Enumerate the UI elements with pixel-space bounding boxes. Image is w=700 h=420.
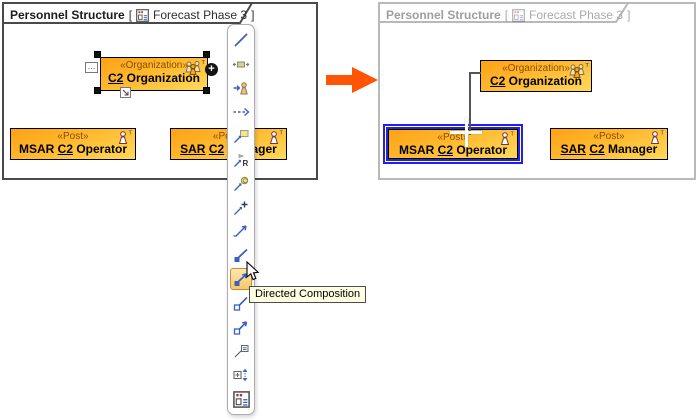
diagram-title: Personnel Structure <box>386 8 501 22</box>
tooltip: Directed Composition <box>249 286 367 303</box>
directed-association-icon <box>233 225 247 238</box>
bracket-open: [ <box>128 8 133 22</box>
diagram-icon <box>136 8 149 22</box>
tool-directed-aggregation[interactable] <box>228 315 254 339</box>
tool-directed-composition[interactable] <box>228 267 254 291</box>
attach-icon <box>234 201 248 215</box>
expand-structure-icon <box>233 368 248 382</box>
tool-directed-association[interactable] <box>228 220 254 244</box>
bracket-close: ] <box>627 8 631 22</box>
directed-aggregation-icon <box>233 321 248 335</box>
post-person-icon: T <box>118 131 133 144</box>
create-diagram-icon <box>232 390 250 408</box>
element-name: C2 Organization <box>107 71 200 85</box>
dependency-icon <box>233 107 250 116</box>
tool-port-flow[interactable] <box>228 52 254 76</box>
selection-handle-se[interactable] <box>203 87 210 94</box>
dots-manipulator-button[interactable]: … <box>85 62 98 73</box>
svg-text:R: R <box>243 159 249 168</box>
aggregation-icon <box>233 297 248 311</box>
post-person-icon: T <box>650 131 665 144</box>
tool-composition[interactable] <box>228 243 254 267</box>
composition-icon <box>234 249 248 263</box>
tool-note-anchor[interactable] <box>228 124 254 148</box>
diagram-icon <box>512 8 525 22</box>
diagram-context: Forecast Phase 3 <box>153 8 248 22</box>
compartment-arrow-icon <box>122 89 129 96</box>
element-name: C2 Organization <box>489 74 582 88</box>
note-anchor-icon <box>234 129 249 143</box>
stereotype-label: «Post» <box>57 131 89 142</box>
post-box-msar-right[interactable]: «Post» MSAR C2 Operator T <box>388 129 518 159</box>
diagram-context: Forecast Phase 3 <box>529 8 624 22</box>
post-person-icon: T <box>500 132 515 145</box>
target-highlight: «Post» MSAR C2 Operator T <box>383 124 523 164</box>
tool-trace[interactable]: C <box>228 172 254 196</box>
svg-text:C: C <box>243 178 248 184</box>
organization-icon: T <box>569 63 590 78</box>
svg-text:T: T <box>661 131 665 137</box>
composition-connector[interactable] <box>469 72 481 74</box>
stereotype-label: «Organization» <box>502 63 570 74</box>
frame-header-right: Personnel Structure [ Forecast Phase 3 ] <box>386 7 630 23</box>
compartment-button[interactable] <box>120 87 131 98</box>
mouse-cursor-icon <box>246 261 260 281</box>
tool-create-diagram[interactable] <box>228 387 254 411</box>
frame-header-left: Personnel Structure [ Forecast Phase 3 ] <box>10 7 254 23</box>
transition-arrow-icon <box>326 67 378 93</box>
element-name: MSAR C2 Operator <box>398 143 508 157</box>
post-box-msar-left[interactable]: «Post» MSAR C2 Operator T <box>10 128 136 160</box>
plus-manipulator-icon[interactable]: + <box>205 63 218 76</box>
stereotype-label: «Post» <box>593 131 625 142</box>
target-highlight-inner: «Post» MSAR C2 Operator T <box>386 127 520 161</box>
port-flow-icon <box>232 61 250 68</box>
trace-icon: C <box>234 176 249 191</box>
tool-expand-structure[interactable] <box>228 363 254 387</box>
svg-text:T: T <box>202 60 206 66</box>
org-box-left[interactable]: «Organization» C2 Organization T <box>100 57 208 91</box>
element-name: SAR C2 Manager <box>560 142 658 156</box>
tool-association[interactable] <box>228 28 254 52</box>
stereotype-label: «Post» <box>437 132 469 143</box>
association-icon <box>234 33 248 47</box>
tool-realization[interactable]: R <box>228 148 254 172</box>
bracket-close: ] <box>251 8 255 22</box>
composition-connector[interactable] <box>469 72 471 135</box>
selection-handle-ne[interactable] <box>203 51 210 58</box>
bracket-open: [ <box>504 8 509 22</box>
assign-post-icon <box>233 82 248 95</box>
diagram-title: Personnel Structure <box>10 8 125 22</box>
tool-assign-post[interactable] <box>228 76 254 100</box>
post-box-sar-right[interactable]: «Post» SAR C2 Manager T <box>550 128 668 160</box>
tool-dependency[interactable] <box>228 100 254 124</box>
org-box-right[interactable]: «Organization» C2 Organization T <box>480 60 592 92</box>
svg-text:T: T <box>280 131 284 137</box>
smart-manipulator-toolbar: R C <box>227 24 255 415</box>
svg-text:T: T <box>586 63 590 69</box>
post-person-icon: T <box>269 131 284 144</box>
directed-composition-icon <box>234 273 248 287</box>
tool-aggregation[interactable] <box>228 291 254 315</box>
symbol-link-icon <box>234 345 249 358</box>
svg-text:T: T <box>511 132 515 138</box>
organization-icon: T <box>185 60 206 75</box>
tool-symbol-link[interactable] <box>228 339 254 363</box>
stereotype-label: «Organization» <box>120 60 188 71</box>
selection-handle-nw[interactable] <box>94 51 101 58</box>
selection-handle-sw[interactable] <box>94 87 101 94</box>
realization-icon: R <box>234 153 249 168</box>
tool-attach[interactable] <box>228 196 254 220</box>
svg-text:T: T <box>129 131 133 137</box>
crosshair-cursor-icon <box>465 118 468 147</box>
element-name: MSAR C2 Operator <box>18 142 128 156</box>
